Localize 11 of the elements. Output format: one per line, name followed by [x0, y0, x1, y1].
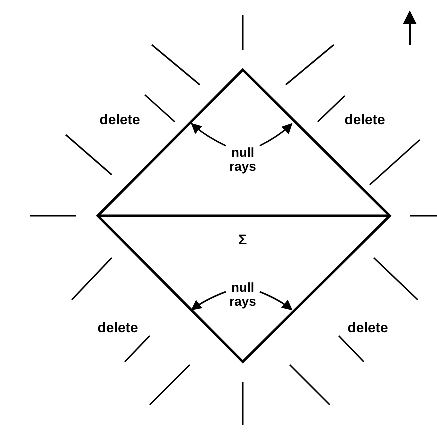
null-rays-label: null rays — [223, 281, 263, 309]
null-rays-label: null rays — [223, 146, 263, 174]
text-label: delete — [348, 318, 388, 338]
text-label: delete — [100, 110, 140, 130]
leader-arrow — [260, 123, 293, 147]
leader-arrow — [191, 291, 226, 311]
text-label: Σ — [238, 230, 248, 250]
text-label: delete — [98, 318, 138, 338]
leader-arrow — [191, 123, 226, 147]
leader-arrow — [260, 291, 293, 311]
text-label: delete — [344, 110, 386, 130]
